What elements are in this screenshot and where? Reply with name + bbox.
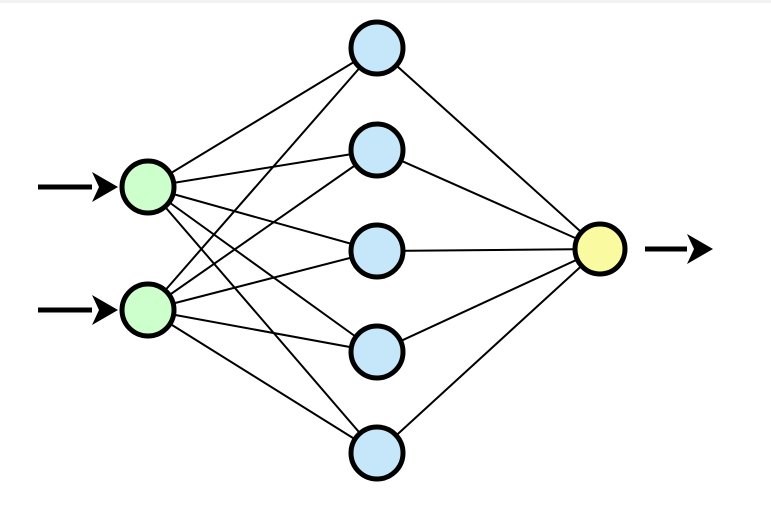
neuron-node-hid-4[interactable] [348,323,406,381]
connection-edge [147,149,378,188]
page-edge-band [0,0,771,3]
connection-edge [147,47,378,188]
output-arrow-1-head-icon [687,234,713,264]
connection-edge [147,186,378,353]
neuron-node-hid-3[interactable] [348,222,406,280]
connection-edge [147,186,378,454]
connection-edge [376,149,601,250]
input-layer [119,158,177,339]
connection-edges-group [147,47,601,454]
connection-edge [147,149,378,311]
signal-arrows-group [38,172,713,325]
neuron-node-in-1[interactable] [119,158,177,216]
connection-edge [147,47,378,311]
neuron-node-in-2[interactable] [119,281,177,339]
neuron-node-hid-5[interactable] [348,424,406,482]
connection-edge [376,248,601,353]
connection-edge [376,47,601,250]
neuron-node-hid-2[interactable] [348,121,406,179]
connection-edge [147,186,378,252]
connection-edge [376,248,601,252]
input-arrow-1-head-icon [92,172,118,202]
output-arrow-1 [645,234,713,264]
input-arrow-2-head-icon [92,295,118,325]
connection-edge [147,309,378,454]
hidden-layer [348,19,406,482]
neuron-node-out-1[interactable] [572,221,628,277]
output-layer [572,221,628,277]
input-arrow-1 [38,172,118,202]
neuron-nodes-group [119,19,628,482]
connection-edge [147,309,378,353]
neuron-node-hid-1[interactable] [348,19,406,77]
connection-edge [376,248,601,454]
input-arrow-2 [38,295,118,325]
connection-edge [147,250,378,311]
